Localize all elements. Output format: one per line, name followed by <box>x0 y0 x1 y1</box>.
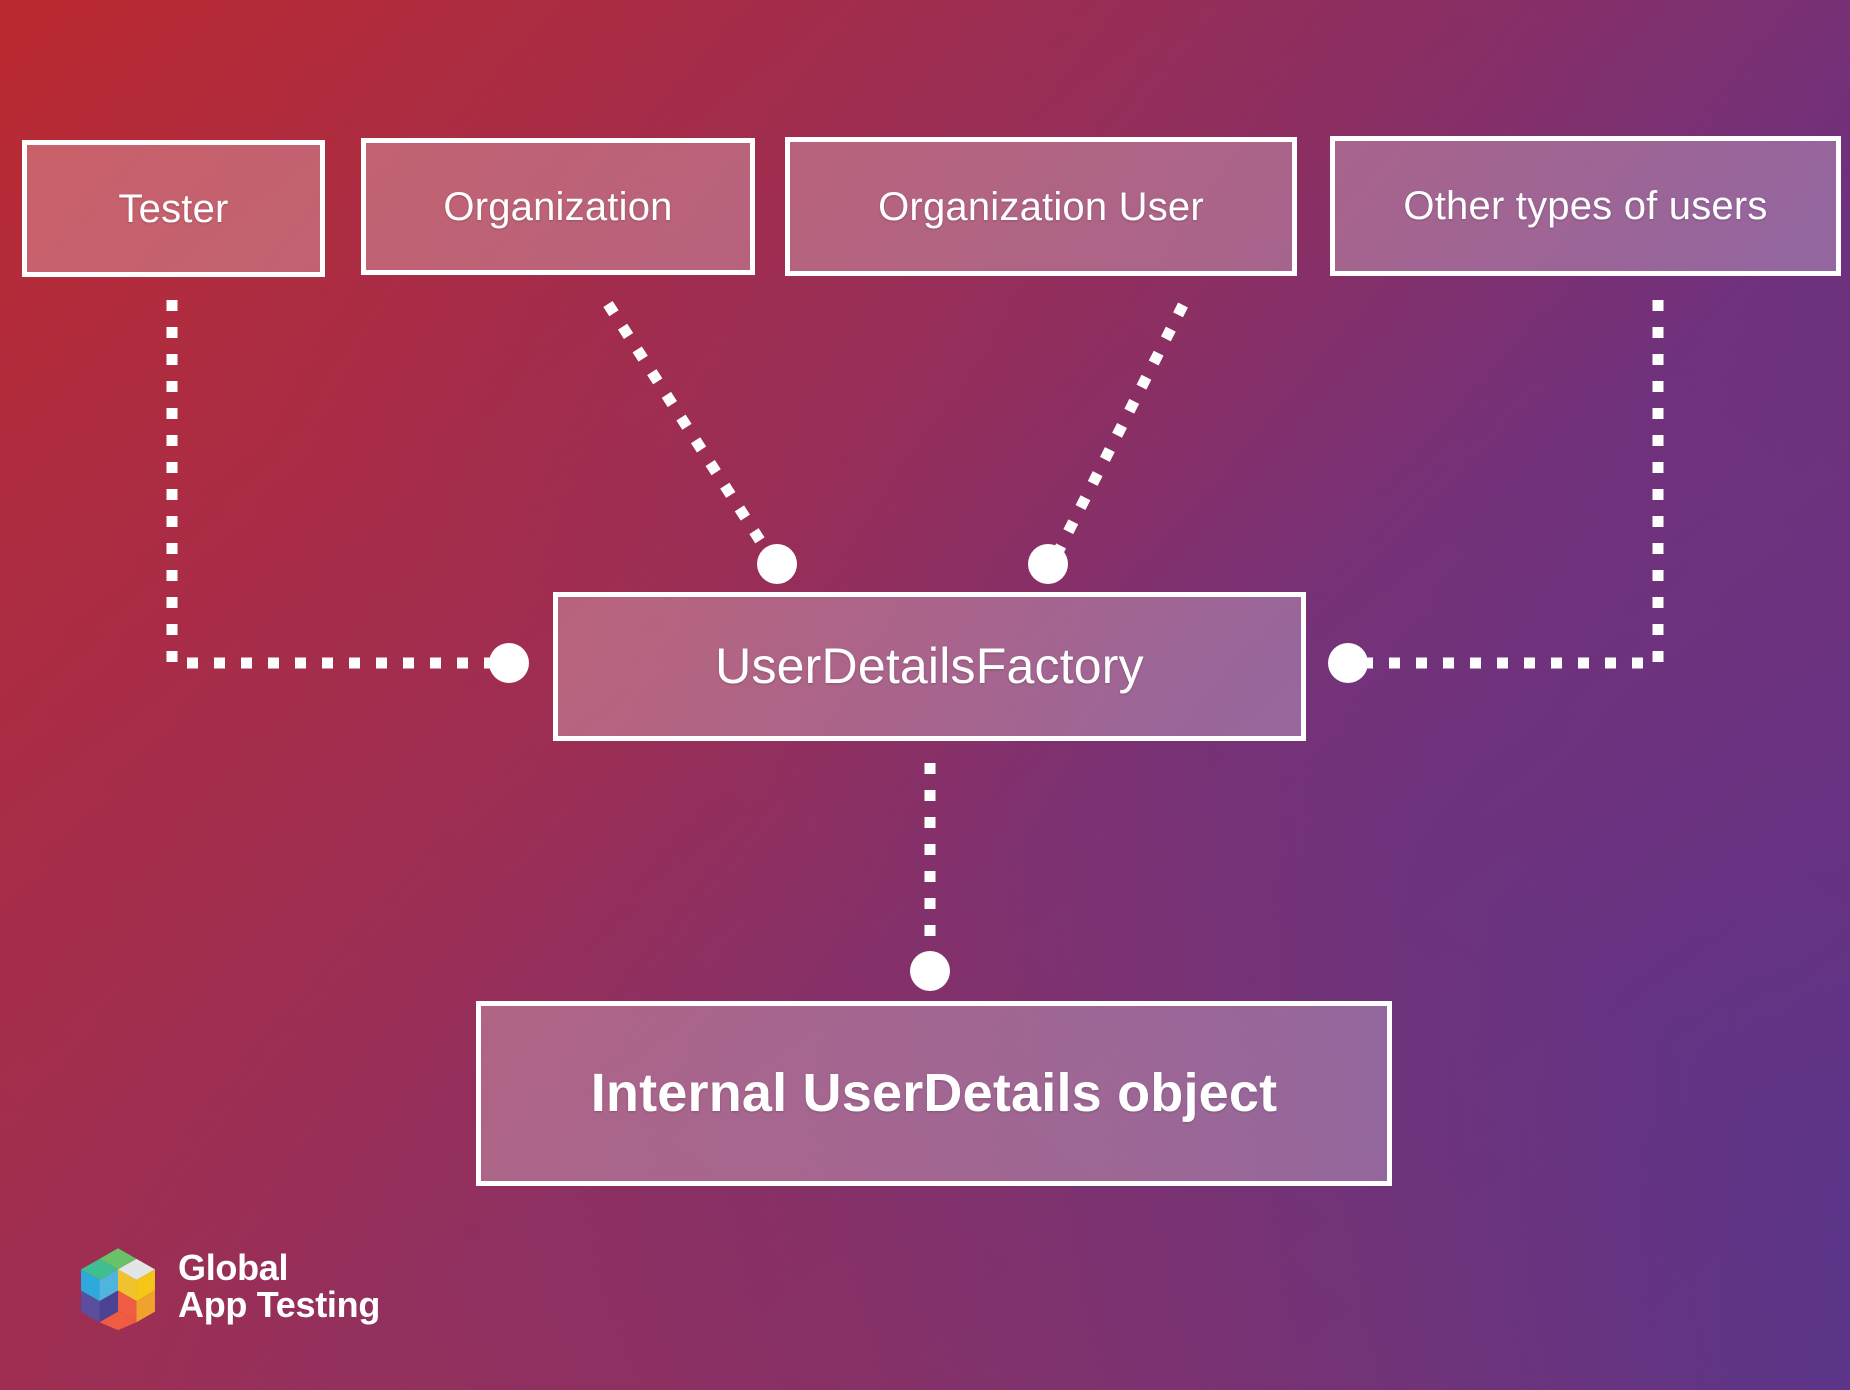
connector-endpoint-dot <box>757 544 797 584</box>
node-tester[interactable]: Tester <box>22 140 325 277</box>
connector-endpoint-dot <box>1028 544 1068 584</box>
node-organization-user[interactable]: Organization User <box>785 137 1297 276</box>
connector-endpoint-dot <box>489 643 529 683</box>
hexagon-cube-logo-icon <box>81 1248 155 1331</box>
connector-tester-to-factory <box>166 300 529 683</box>
node-userdetailsfactory-label: UserDetailsFactory <box>715 638 1144 694</box>
connector-factory-to-internal <box>910 763 950 991</box>
connector-endpoint-dot <box>910 951 950 991</box>
connector-organization-to-factory <box>603 301 797 584</box>
node-organization[interactable]: Organization <box>361 138 755 275</box>
node-internal-userdetails-object-label: Internal UserDetails object <box>590 1062 1278 1123</box>
connector-other-users-to-factory <box>1328 300 1664 683</box>
node-organization-label: Organization <box>443 184 673 229</box>
node-other-types-of-users-label: Other types of users <box>1403 184 1768 228</box>
global-app-testing-logo: Global App Testing <box>74 1243 380 1331</box>
node-userdetailsfactory[interactable]: UserDetailsFactory <box>553 592 1306 741</box>
node-other-types-of-users[interactable]: Other types of users <box>1330 136 1841 276</box>
connector-endpoint-dot <box>1328 643 1368 683</box>
connector-org-user-to-factory <box>1028 302 1188 584</box>
logo-wordmark: Global App Testing <box>178 1247 381 1325</box>
node-organization-user-label: Organization User <box>878 184 1204 229</box>
node-tester-label: Tester <box>118 186 229 231</box>
node-internal-userdetails-object[interactable]: Internal UserDetails object <box>476 1001 1392 1186</box>
